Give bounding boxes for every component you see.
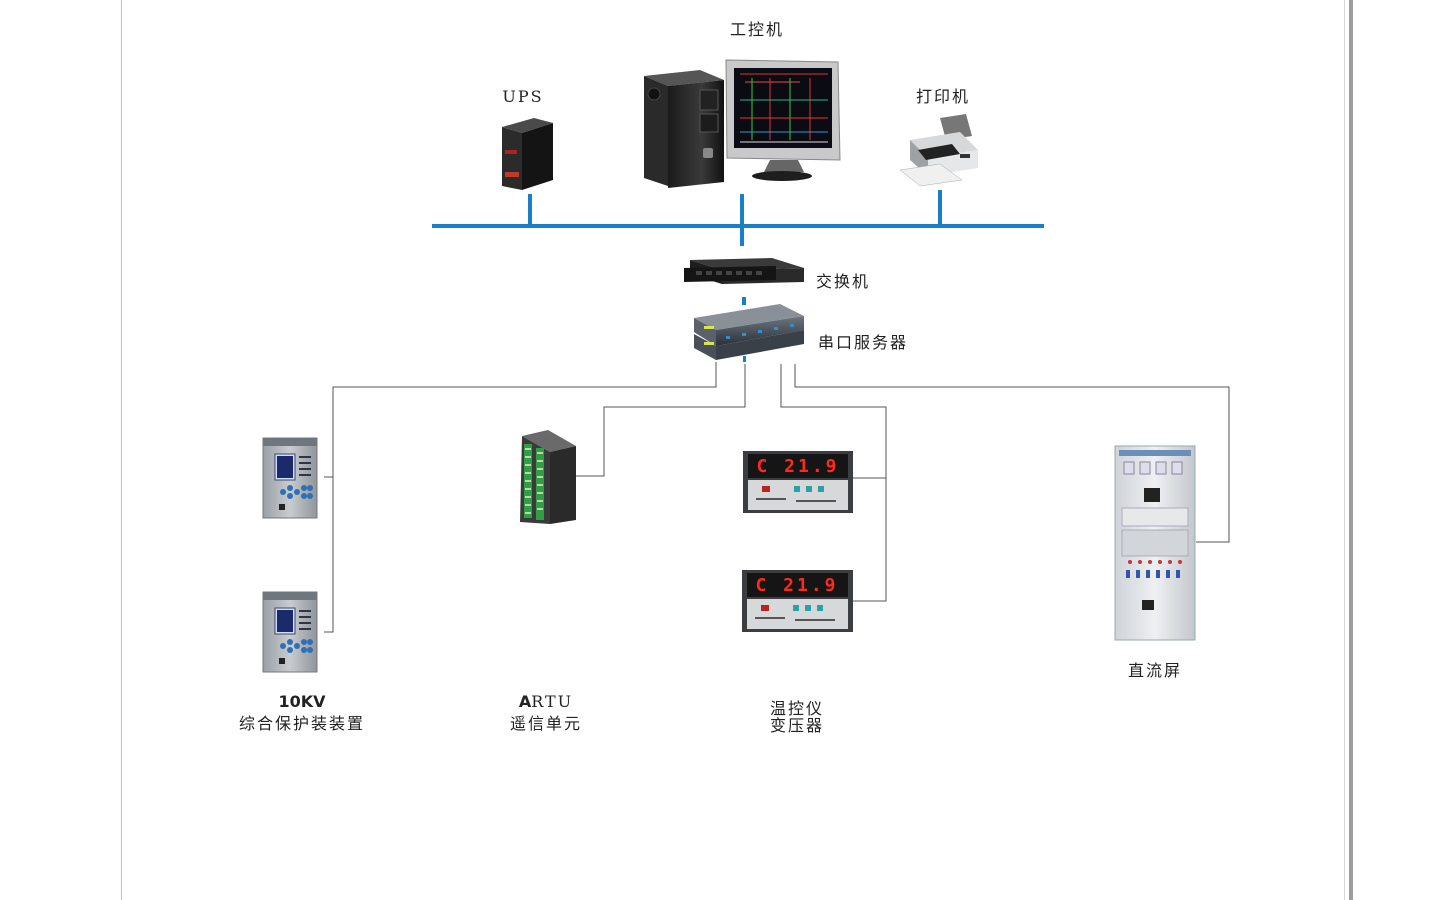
rtu-module-icon[interactable] xyxy=(520,430,576,524)
wire-protection xyxy=(324,362,717,633)
ethernet-bus xyxy=(432,190,1044,305)
page-right-border xyxy=(1349,0,1353,900)
temp-controller-lower-icon[interactable] xyxy=(742,570,853,632)
printer-label: 打印机 xyxy=(915,87,971,106)
protection-label-line1: 10KV xyxy=(278,692,326,711)
temp-label-line1: 温控仪 xyxy=(769,699,825,718)
temp-reading-upper: C 21.9 xyxy=(756,456,839,477)
ipc-monitor-icon[interactable] xyxy=(725,59,841,181)
protection-relay-upper-icon[interactable] xyxy=(262,437,318,519)
dc-panel-cabinet-icon[interactable] xyxy=(1114,445,1196,641)
serial-server-label: 串口服务器 xyxy=(818,333,909,352)
ups-icon[interactable] xyxy=(502,118,553,190)
ups-label: UPS xyxy=(502,87,544,106)
page-left-border xyxy=(121,0,122,900)
dc-panel-label: 直流屏 xyxy=(1127,661,1183,680)
switch-icon[interactable] xyxy=(684,258,804,284)
wire-temp xyxy=(780,364,887,602)
ipc-label: 工控机 xyxy=(729,20,785,39)
rtu-label-line1: ARTU xyxy=(519,692,573,711)
wire-dc-panel xyxy=(794,364,1230,543)
rtu-label-prefix: A xyxy=(518,692,532,711)
switch-label: 交换机 xyxy=(816,272,871,291)
temp-label-line2: 变压器 xyxy=(769,716,825,735)
rtu-label-line2: 遥信单元 xyxy=(509,714,583,733)
wire-rtu xyxy=(576,364,746,477)
printer-icon[interactable] xyxy=(899,114,978,187)
temp-controller-upper-icon[interactable] xyxy=(743,451,853,513)
temp-reading-lower: C 21.9 xyxy=(755,575,838,596)
protection-relay-lower-icon[interactable] xyxy=(262,591,318,673)
page-right-border-inner xyxy=(1344,0,1345,900)
rtu-label-suffix: RTU xyxy=(531,692,574,711)
protection-label-line2: 综合保护装装置 xyxy=(238,714,366,733)
serial-wiring xyxy=(324,362,1230,633)
ipc-tower-icon[interactable] xyxy=(644,70,724,188)
serial-server-icon[interactable] xyxy=(694,304,804,362)
